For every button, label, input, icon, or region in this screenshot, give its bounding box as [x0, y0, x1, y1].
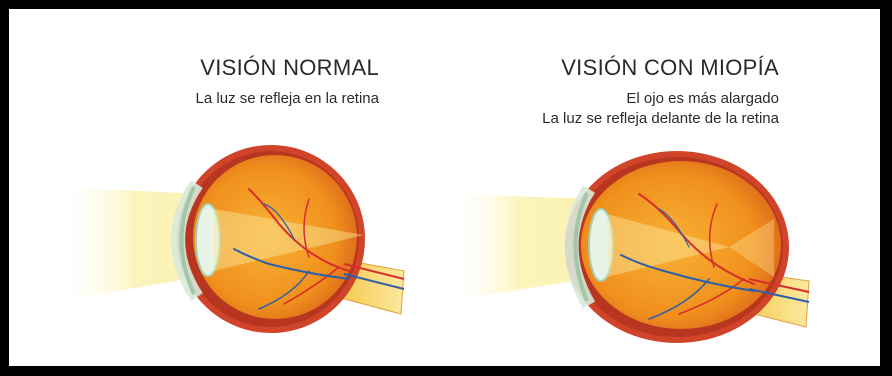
eye-diagrams: [9, 9, 880, 366]
diagram-canvas: VISIÓN NORMAL La luz se refleja en la re…: [9, 9, 880, 366]
myopic-eye: [449, 151, 809, 343]
normal-eye: [59, 145, 404, 333]
